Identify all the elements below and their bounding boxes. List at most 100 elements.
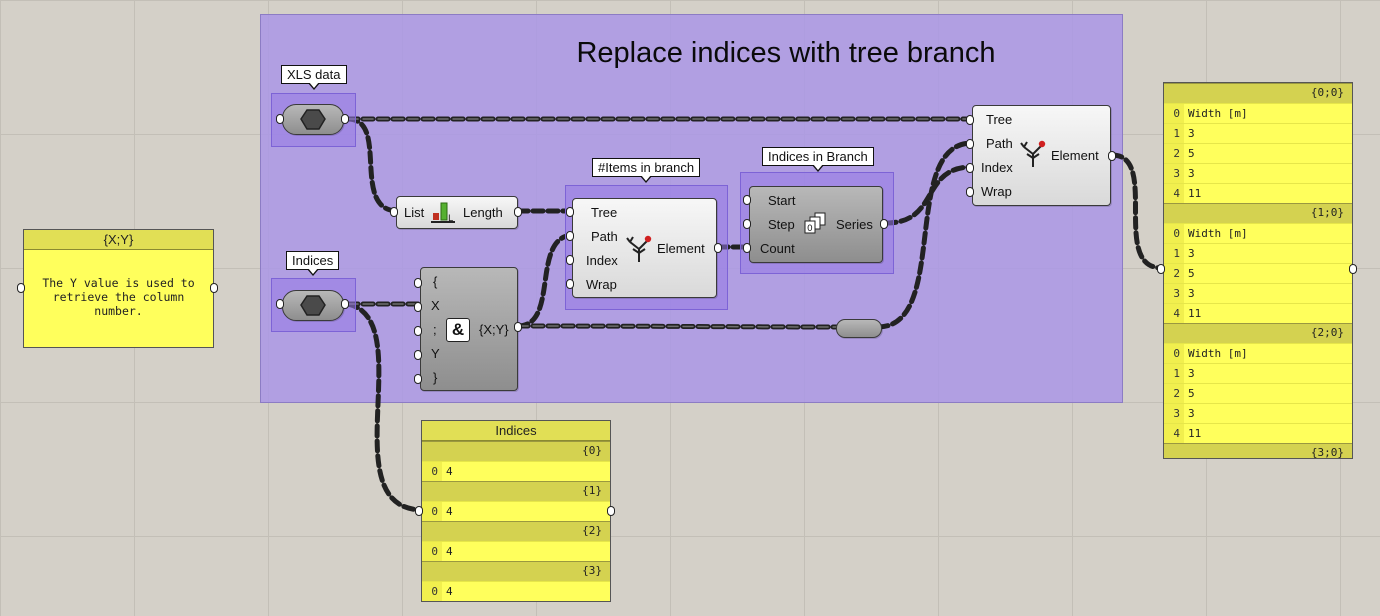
item-value: 11: [1188, 427, 1202, 440]
series-pin-output[interactable]: [880, 219, 888, 229]
item-index: 4: [1173, 187, 1180, 200]
note-panel-input-pin[interactable]: [17, 283, 25, 293]
item-index: 2: [1173, 267, 1180, 280]
series-pin-count[interactable]: [743, 243, 751, 253]
item-index: 0: [431, 545, 438, 558]
list-item-2-input-index: Index: [981, 160, 1013, 175]
item-index: 3: [1173, 287, 1180, 300]
item-index: 0: [1173, 107, 1180, 120]
series-pin-step[interactable]: [743, 219, 751, 229]
item-index: 2: [1173, 387, 1180, 400]
series-component[interactable]: Start Step Count 0 Series: [749, 186, 883, 263]
list-item-2-pin-output[interactable]: [1108, 151, 1116, 161]
indices-output-pin[interactable]: [341, 299, 349, 309]
note-panel[interactable]: {X;Y} The Y value is used to retrieve th…: [23, 229, 214, 348]
item-value: 3: [1188, 127, 1195, 140]
list-item-1-pin-output[interactable]: [714, 243, 722, 253]
list-item-2-pin-index[interactable]: [966, 163, 974, 173]
item-index: 3: [1173, 407, 1180, 420]
item-index: 4: [1173, 427, 1180, 440]
concat-pin-2[interactable]: [414, 302, 422, 312]
concat-pin-1[interactable]: [414, 278, 422, 288]
branch-path: {2}: [422, 521, 610, 541]
concat-pin-3[interactable]: [414, 326, 422, 336]
list-item-1-pin-tree[interactable]: [566, 207, 574, 217]
item-value: 4: [446, 465, 453, 478]
indices-input-pin[interactable]: [276, 299, 284, 309]
hexagon-icon: [300, 295, 326, 316]
branch-path: {1}: [422, 481, 610, 501]
item-value: 5: [1188, 267, 1195, 280]
list-item-1-input-index: Index: [586, 253, 618, 268]
list-item-1-pin-path[interactable]: [566, 231, 574, 241]
item-value: 4: [446, 545, 453, 558]
series-pin-start[interactable]: [743, 195, 751, 205]
item-value: Width [m]: [1188, 227, 1248, 240]
concatenate-component[interactable]: { X ; Y } & {X;Y}: [420, 267, 518, 391]
branch-path: {3;0}: [1164, 443, 1352, 458]
xls-data-param[interactable]: [282, 104, 344, 135]
xls-data-output-pin[interactable]: [341, 114, 349, 124]
indices-in-branch-label: Indices in Branch: [762, 147, 874, 172]
note-panel-title: {X;Y}: [24, 230, 213, 250]
item-index: 1: [1173, 367, 1180, 380]
list-item-1-component[interactable]: Tree Path Index Wrap Element: [572, 198, 717, 298]
item-value: 11: [1188, 307, 1202, 320]
list-item-2-pin-tree[interactable]: [966, 115, 974, 125]
note-panel-output-pin[interactable]: [210, 283, 218, 293]
list-item: 4 11: [1164, 423, 1352, 443]
list-item-2-input-wrap: Wrap: [981, 184, 1012, 199]
list-length-icon: L: [431, 202, 455, 224]
list-item-1-pin-index[interactable]: [566, 255, 574, 265]
concat-pin-5[interactable]: [414, 374, 422, 384]
tree-icon: [1020, 140, 1046, 167]
item-value: 4: [446, 585, 453, 598]
indices-panel-input-pin[interactable]: [415, 506, 423, 516]
indices-param[interactable]: [282, 290, 344, 321]
list-item-1-pin-wrap[interactable]: [566, 279, 574, 289]
list-length-input-label: List: [404, 205, 425, 220]
list-item-2-pin-path[interactable]: [966, 139, 974, 149]
list-item-2-pin-wrap[interactable]: [966, 187, 974, 197]
list-item-2-output-label: Element: [1051, 148, 1099, 163]
output-panel-output-pin[interactable]: [1349, 264, 1357, 274]
svg-text:L: L: [448, 214, 453, 224]
tree-icon: [626, 235, 652, 262]
concat-pin-output[interactable]: [514, 322, 522, 332]
item-value: 5: [1188, 387, 1195, 400]
list-length-output-pin[interactable]: [514, 207, 522, 217]
item-value: 3: [1188, 407, 1195, 420]
hexagon-icon: [300, 109, 326, 130]
list-length-component[interactable]: List L Length: [396, 196, 518, 229]
list-item-1-input-tree: Tree: [591, 205, 618, 220]
list-item-2-input-tree: Tree: [986, 112, 1013, 127]
branch-path: {0}: [422, 441, 610, 461]
concat-pin-4[interactable]: [414, 350, 422, 360]
relay-component[interactable]: [836, 319, 882, 338]
list-item-2-component[interactable]: Tree Path Index Wrap Element: [972, 105, 1111, 206]
item-index: 1: [1173, 247, 1180, 260]
item-value: 4: [446, 505, 453, 518]
list-length-input-pin[interactable]: [390, 207, 398, 217]
item-value: Width [m]: [1188, 107, 1248, 120]
indices-panel-output-pin[interactable]: [607, 506, 615, 516]
series-icon: 0: [804, 212, 826, 234]
output-panel-input-pin[interactable]: [1157, 264, 1165, 274]
item-index: 0: [431, 505, 438, 518]
item-index: 0: [1173, 347, 1180, 360]
xls-data-input-pin[interactable]: [276, 114, 284, 124]
item-index: 0: [431, 585, 438, 598]
